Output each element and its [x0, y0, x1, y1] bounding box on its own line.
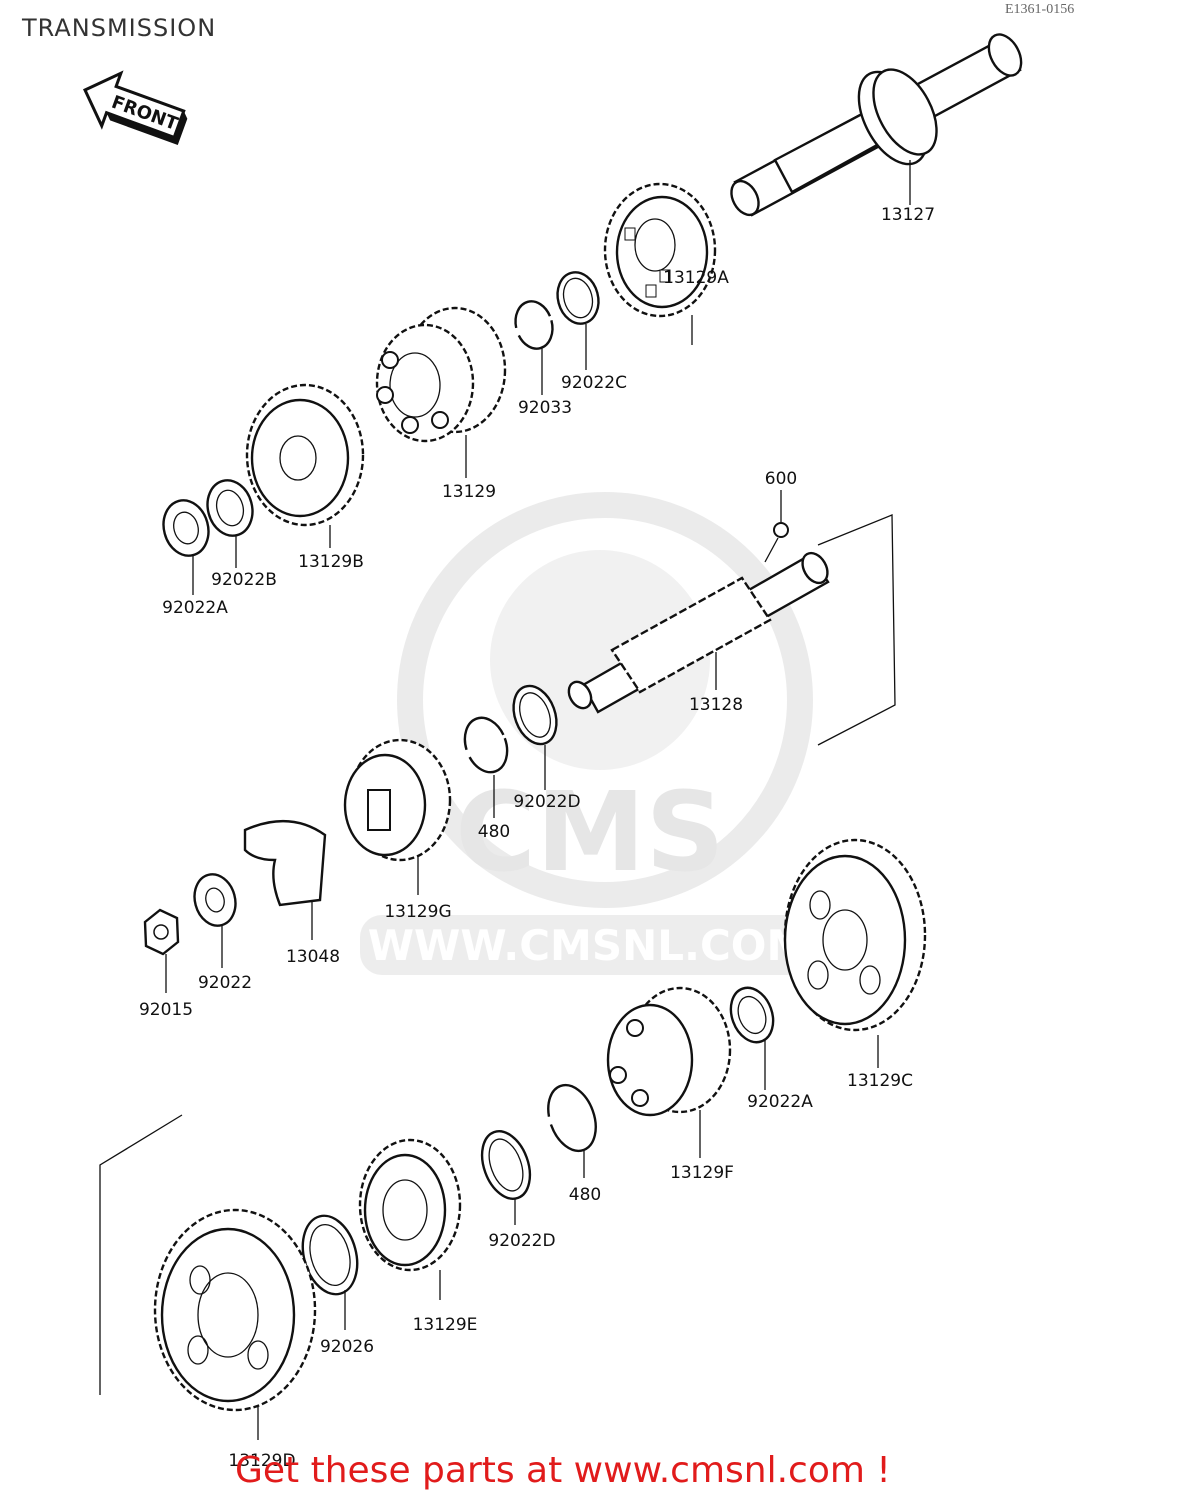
watermark-url: WWW.CMSNL.COM — [368, 921, 809, 970]
part-label-13129c[interactable]: 13129C — [847, 1071, 913, 1091]
part-600-ball — [764, 490, 789, 563]
part-13127-shaft — [730, 33, 1023, 217]
part-92022a-washer — [162, 499, 210, 595]
part-13128-shaft — [567, 514, 896, 746]
part-label-13129b[interactable]: 13129B — [298, 552, 364, 572]
page-title: TRANSMISSION — [22, 14, 217, 42]
part-480-circlip — [463, 716, 509, 818]
part-label-92022b[interactable]: 92022B — [211, 570, 277, 590]
part-92022d-washer-2 — [480, 1130, 532, 1225]
part-label-13127[interactable]: 13127 — [881, 205, 935, 225]
part-13129g-gear — [343, 738, 452, 895]
part-13129-gear — [375, 306, 507, 478]
part-92022d-washer — [512, 684, 558, 790]
part-labels: 13127 13129A 92022C 92033 13129 13129B 92022B 9… — [139, 205, 935, 1471]
part-92022a-washer-2 — [729, 986, 775, 1090]
part-label-13129a[interactable]: 13129A — [663, 268, 729, 288]
front-arrow: FRONT — [83, 70, 188, 146]
part-label-13129e[interactable]: 13129E — [413, 1315, 478, 1335]
part-13129d-gear — [99, 1114, 317, 1440]
part-label-13129g[interactable]: 13129G — [384, 902, 451, 922]
part-13129f-gear — [606, 986, 732, 1158]
watermark-brand: CMS — [455, 768, 724, 896]
part-label-480[interactable]: 480 — [478, 822, 510, 842]
part-13129e-gear — [358, 1138, 462, 1300]
part-label-13128[interactable]: 13128 — [689, 695, 743, 715]
part-92022c-washer — [556, 271, 600, 370]
footer-promo-link[interactable]: Get these parts at www.cmsnl.com ! — [235, 1450, 891, 1491]
part-480-circlip-2 — [547, 1083, 597, 1178]
part-92022b-washer — [206, 479, 254, 568]
part-92026-washer — [301, 1214, 359, 1330]
part-label-92022c[interactable]: 92022C — [561, 373, 627, 393]
part-label-92033[interactable]: 92033 — [518, 398, 572, 418]
part-label-600[interactable]: 600 — [765, 469, 797, 489]
part-label-13129[interactable]: 13129 — [442, 482, 496, 502]
part-label-13129d[interactable]: 13129D — [228, 1451, 295, 1471]
part-92015-nut — [143, 908, 180, 993]
part-label-92015[interactable]: 92015 — [139, 1000, 193, 1020]
part-label-13048[interactable]: 13048 — [286, 947, 340, 967]
part-label-92022d[interactable]: 92022D — [513, 792, 580, 812]
part-label-92026[interactable]: 92026 — [320, 1337, 374, 1357]
part-13129c-gear — [783, 838, 927, 1068]
part-label-92022a[interactable]: 92022A — [162, 598, 228, 618]
part-13048-guide — [243, 820, 327, 940]
part-13129b-gear — [245, 383, 365, 548]
part-label-480_2[interactable]: 480 — [569, 1185, 601, 1205]
diagram-code: E1361-0156 — [1005, 2, 1075, 17]
part-13129a-gear — [603, 182, 717, 345]
part-92022-washer — [193, 873, 237, 968]
part-label-13129f[interactable]: 13129F — [670, 1163, 734, 1183]
part-92033-circlip — [514, 300, 554, 395]
part-label-92022d_2[interactable]: 92022D — [488, 1231, 555, 1251]
part-label-92022a_2[interactable]: 92022A — [747, 1092, 813, 1112]
part-label-92022[interactable]: 92022 — [198, 973, 252, 993]
